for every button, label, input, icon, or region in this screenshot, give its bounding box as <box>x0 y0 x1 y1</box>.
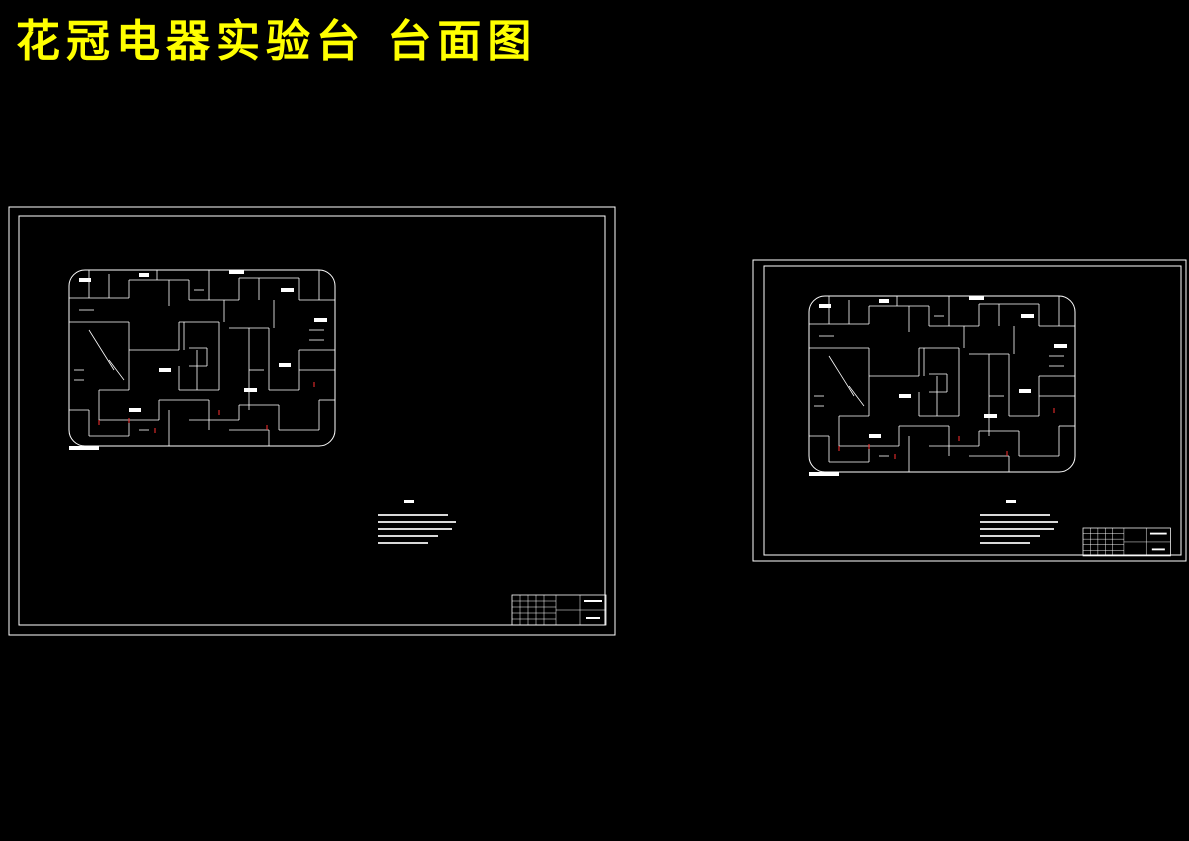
layout-line <box>848 385 865 407</box>
dimension-label-mark <box>281 288 294 292</box>
dimension-label-mark <box>809 472 839 476</box>
dimension-label-mark <box>139 273 149 277</box>
dimension-label-mark <box>69 446 99 450</box>
dimension-label-mark <box>159 368 171 372</box>
sheet-1-inner-border <box>18 215 606 626</box>
notes-text-line <box>980 514 1050 516</box>
notes-heading-mark <box>404 500 414 503</box>
sheet-2-outer-border <box>752 259 1187 562</box>
title-block-text-mark <box>586 617 600 619</box>
dimension-label-mark <box>899 394 911 398</box>
sheet-1-tabletop-drawing[interactable] <box>8 206 616 636</box>
dimension-label-mark <box>869 434 881 438</box>
sheet-2-table-outline <box>808 295 1076 473</box>
dimension-label-mark <box>819 304 831 308</box>
notes-text-line <box>980 528 1054 530</box>
sheet-1-outer-border <box>8 206 616 636</box>
layout-line <box>108 359 125 381</box>
title-block-frame <box>1082 527 1171 557</box>
sheet-1-title-block <box>511 594 607 626</box>
notes-text-line <box>980 521 1058 523</box>
sheet-1-table-outline <box>68 269 336 447</box>
dimension-label-mark <box>244 388 257 392</box>
sheet-2-component-layout <box>809 296 1075 476</box>
notes-text-line <box>980 542 1030 544</box>
dimension-label-mark <box>129 408 141 412</box>
title-block-text-mark <box>1151 548 1165 551</box>
dimension-label-mark <box>314 318 327 322</box>
notes-text-line <box>980 535 1040 537</box>
layout-line <box>828 355 855 397</box>
dimension-label-mark <box>1054 344 1067 348</box>
notes-text-line <box>378 535 438 537</box>
page-title: 花冠电器实验台 台面图 <box>16 16 538 67</box>
sheet-2-title-block <box>1082 527 1171 557</box>
notes-heading-mark <box>1006 500 1016 503</box>
notes-text-line <box>378 528 452 530</box>
notes-text-line <box>378 514 448 516</box>
notes-text-line <box>378 542 428 544</box>
title-block-text-mark <box>1149 532 1167 535</box>
dimension-label-mark <box>229 270 244 274</box>
sheet-2-inner-border <box>763 265 1182 556</box>
dimension-label-mark <box>279 363 291 367</box>
dimension-label-mark <box>79 278 91 282</box>
title-block-text-mark <box>584 600 602 602</box>
sheet-1-notes-block <box>378 500 456 544</box>
notes-text-line <box>378 521 456 523</box>
dimension-label-mark <box>1021 314 1034 318</box>
sheet-2-tabletop-drawing[interactable] <box>752 259 1187 562</box>
dimension-label-mark <box>1019 389 1031 393</box>
dimension-label-mark <box>879 299 889 303</box>
sheet-1-component-layout <box>69 270 335 450</box>
dimension-label-mark <box>969 296 984 300</box>
layout-line <box>88 329 115 371</box>
sheet-2-notes-block <box>980 500 1058 544</box>
dimension-label-mark <box>984 414 997 418</box>
